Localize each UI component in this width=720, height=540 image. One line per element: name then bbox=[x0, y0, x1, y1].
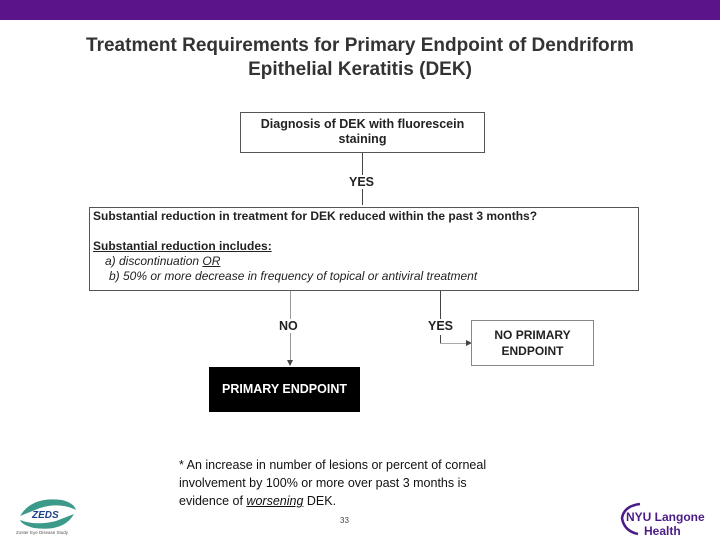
footnote: * An increase in number of lesions or pe… bbox=[179, 456, 499, 510]
footnote-end: DEK. bbox=[303, 494, 337, 508]
arrow-head bbox=[287, 360, 293, 366]
includes-heading: Substantial reduction includes: bbox=[93, 239, 272, 253]
slide-title: Treatment Requirements for Primary Endpo… bbox=[40, 34, 680, 82]
top-bar bbox=[0, 0, 720, 20]
nyu-langone-logo: NYU Langone Health bbox=[620, 502, 705, 538]
item-a-text: a) discontinuation bbox=[105, 254, 203, 268]
item-a-or: OR bbox=[202, 254, 221, 268]
footnote-emphasis: worsening bbox=[246, 494, 304, 508]
yes-connector-h bbox=[440, 343, 468, 344]
question-box: Substantial reduction in treatment for D… bbox=[89, 207, 639, 291]
yes-label-2: YES bbox=[428, 319, 454, 335]
yes-connector bbox=[440, 291, 441, 343]
arrow-head bbox=[466, 340, 472, 346]
yes-label: YES bbox=[349, 175, 375, 189]
svg-text:Zoster Eye Disease Study: Zoster Eye Disease Study bbox=[16, 530, 69, 535]
svg-text:ZEDS: ZEDS bbox=[31, 510, 59, 521]
zeds-logo: ZEDS Zoster Eye Disease Study bbox=[16, 499, 76, 535]
svg-text:NYU Langone: NYU Langone bbox=[626, 510, 705, 524]
no-primary-endpoint-box: NO PRIMARY ENDPOINT bbox=[471, 320, 594, 366]
question-text: Substantial reduction in treatment for D… bbox=[93, 209, 538, 223]
primary-endpoint-box: PRIMARY ENDPOINT bbox=[209, 367, 360, 412]
title-line-2: Epithelial Keratitis (DEK) bbox=[248, 59, 472, 80]
no-label: NO bbox=[279, 319, 298, 333]
diagnosis-box: Diagnosis of DEK with fluorescein staini… bbox=[240, 112, 485, 153]
item-b: b) 50% or more decrease in frequency of … bbox=[109, 269, 478, 283]
title-line-1: Treatment Requirements for Primary Endpo… bbox=[86, 35, 634, 56]
footnote-text: * An increase in number of lesions or pe… bbox=[179, 458, 487, 508]
page-number: 33 bbox=[340, 516, 349, 525]
item-a: a) discontinuation OR bbox=[93, 254, 635, 269]
svg-text:Health: Health bbox=[644, 524, 681, 538]
